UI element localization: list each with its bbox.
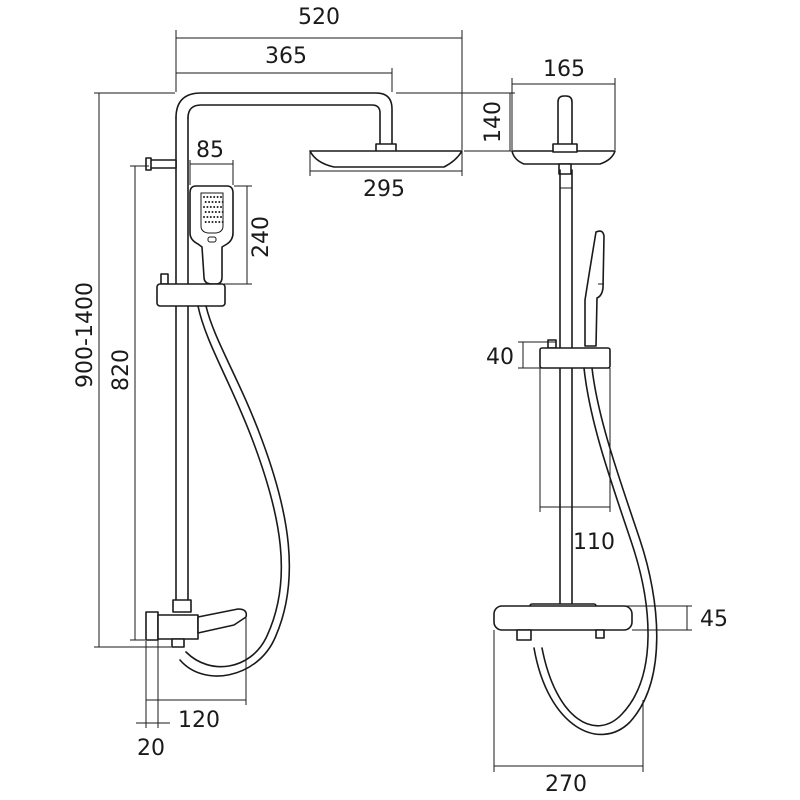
spray-nozzle	[209, 196, 212, 198]
spray-nozzle	[209, 216, 212, 218]
front-hand-shower	[189, 185, 234, 285]
spray-nozzle	[213, 196, 216, 198]
spray-nozzle	[221, 201, 224, 203]
dim-wall-offset: 20	[137, 736, 165, 761]
side-mixer	[493, 603, 633, 641]
spray-nozzle	[206, 206, 209, 208]
spray-nozzle	[204, 211, 207, 213]
spray-nozzle	[211, 201, 214, 203]
spray-nozzle	[211, 211, 214, 213]
spray-nozzle	[203, 216, 205, 218]
side-slide-holder	[539, 339, 611, 369]
front-bath-mixer	[145, 599, 248, 648]
spray-nozzle	[214, 211, 217, 213]
dim-overall-width: 520	[298, 5, 340, 30]
front-rain-head	[309, 143, 463, 168]
spray-nozzle	[209, 206, 212, 208]
dim-mixer-height: 45	[700, 607, 728, 632]
dim-head-diameter: 295	[363, 177, 405, 202]
spray-nozzle	[203, 196, 205, 198]
spray-nozzle	[214, 201, 217, 203]
spray-nozzle	[203, 206, 205, 208]
side-hose	[533, 367, 658, 736]
spray-nozzle	[218, 221, 221, 223]
spray-nozzle	[216, 206, 219, 208]
side-arm-tube	[557, 95, 573, 149]
spray-nozzle	[213, 206, 216, 208]
front-slide-holder	[156, 273, 226, 307]
dim-head-height: 140	[481, 101, 506, 143]
spray-nozzle	[220, 206, 222, 208]
spray-nozzle	[216, 216, 219, 218]
spray-nozzle	[213, 216, 216, 218]
spray-nozzle	[216, 196, 219, 198]
dim-mixer-depth: 270	[545, 772, 587, 797]
front-hose	[179, 305, 291, 677]
spray-nozzle	[204, 201, 207, 203]
dimension-labels: 520 365 295 140 85 240 900-1400 820 120 …	[73, 5, 728, 797]
dim-height-range: 900-1400	[73, 282, 98, 388]
spray-nozzle	[208, 221, 211, 223]
front-overhead-arm	[175, 92, 393, 147]
side-riser-pipe	[559, 169, 573, 607]
dim-holder-depth: 110	[573, 530, 615, 555]
spray-nozzle	[208, 211, 211, 213]
dimension-lines	[94, 30, 692, 772]
spray-nozzles	[203, 196, 224, 223]
spray-nozzle	[220, 216, 222, 218]
dim-holder-height: 40	[486, 345, 514, 370]
spray-nozzle	[208, 201, 211, 203]
spray-nozzle	[220, 196, 222, 198]
side-hand-shower	[584, 230, 605, 347]
dim-handshower-width: 85	[196, 138, 224, 163]
spray-nozzle	[206, 196, 209, 198]
side-view	[493, 95, 658, 736]
spray-nozzle	[211, 221, 214, 223]
dim-spout-length: 120	[178, 708, 220, 733]
spray-nozzle	[204, 221, 207, 223]
spray-nozzle	[221, 211, 224, 213]
spray-nozzle	[214, 221, 217, 223]
spray-nozzle	[218, 211, 221, 213]
side-rain-head	[511, 143, 616, 175]
front-diverter-stub	[145, 157, 177, 171]
dim-side-head-width: 165	[543, 57, 585, 82]
dim-rail-height: 820	[109, 349, 134, 391]
spray-nozzle	[218, 201, 221, 203]
dim-arm-length: 365	[265, 44, 307, 69]
front-view	[145, 92, 463, 677]
dim-handshower-length: 240	[249, 216, 274, 258]
spray-nozzle	[206, 216, 209, 218]
front-riser-pipe	[175, 117, 189, 601]
spray-nozzle	[221, 221, 224, 223]
